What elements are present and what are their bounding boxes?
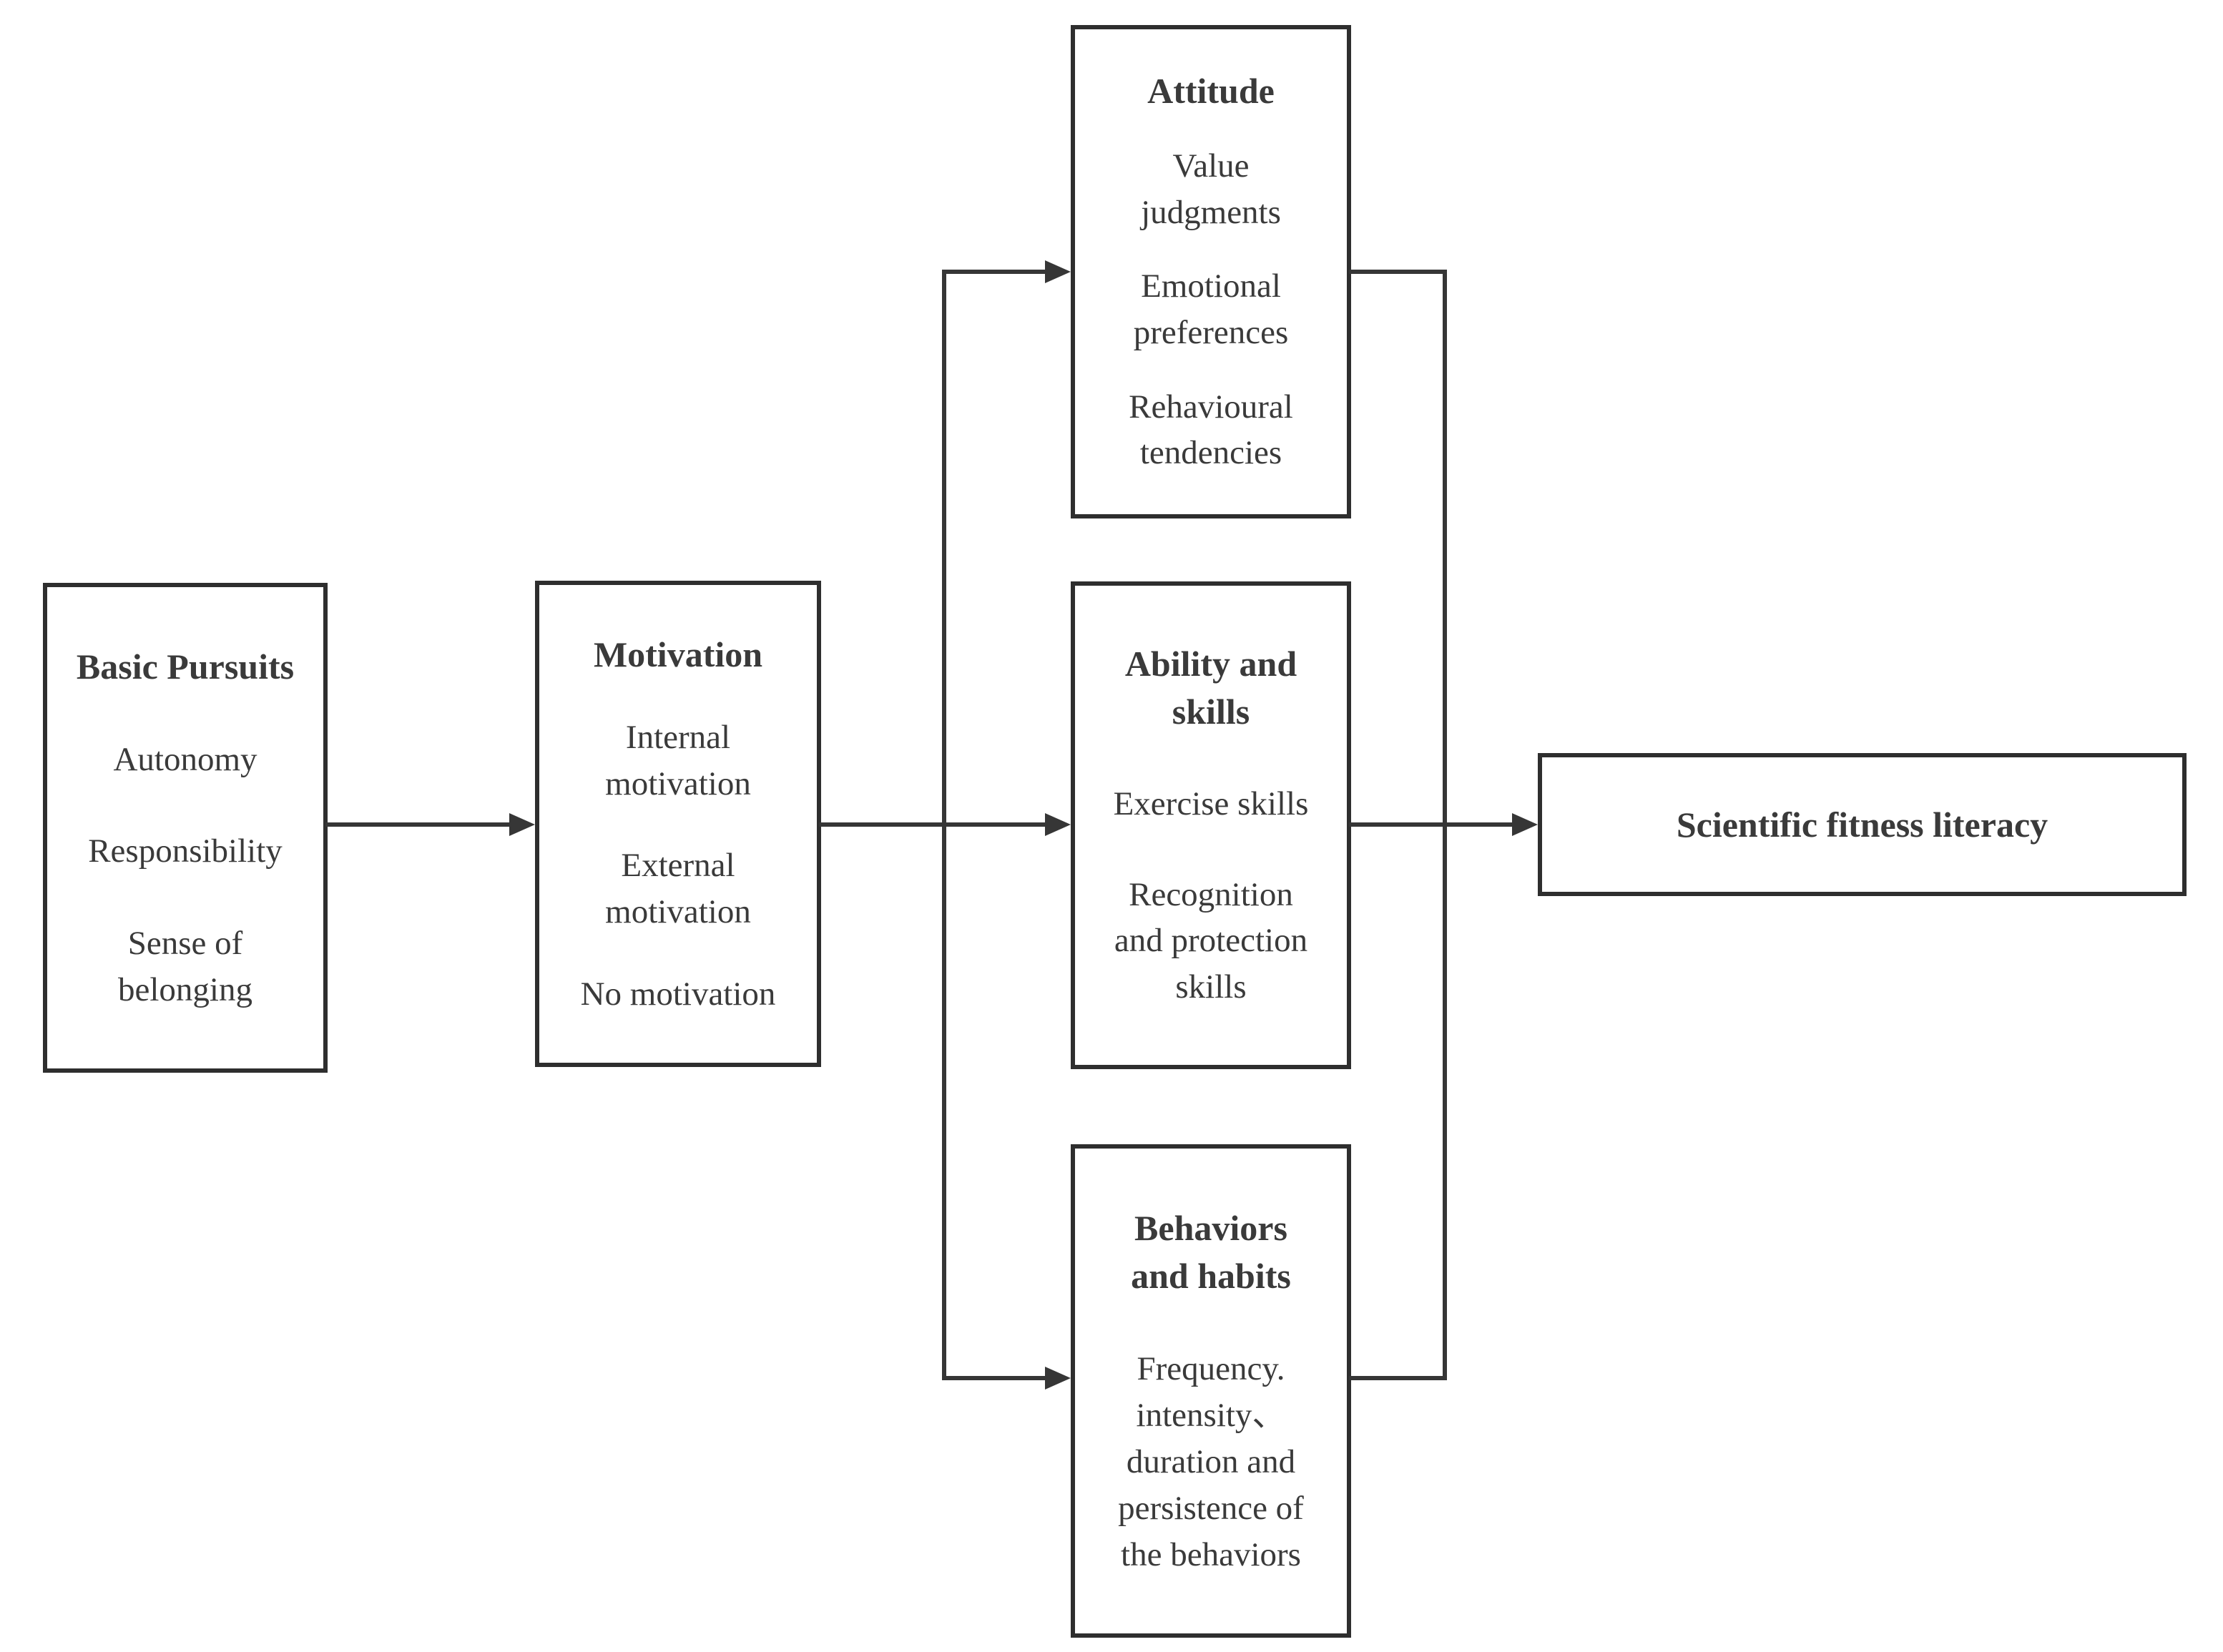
motivation-item-none: No motivation (580, 975, 776, 1013)
arrow-motivation-to-ability (819, 822, 1045, 827)
arrowhead-icon (1045, 260, 1071, 283)
motivation-item-external: External motivation (605, 847, 751, 930)
motivation-item-internal: Internal motivation (605, 718, 751, 802)
behaviors-and-habits-title: Behaviors and habits (1131, 1207, 1291, 1297)
behaviors-and-habits-box: Behaviors and habits Frequency. intensit… (1071, 1144, 1351, 1638)
basic-pursuits-item-autonomy: Autonomy (113, 740, 257, 778)
arrow-basic-to-motivation (325, 822, 511, 827)
attitude-item-value-judgments: Value judgments (1141, 147, 1281, 231)
attitude-title: Attitude (1147, 70, 1275, 111)
branch-line-vertical (942, 270, 946, 1380)
scientific-fitness-literacy-title: Scientific fitness literacy (1676, 805, 2048, 845)
basic-pursuits-title: Basic Pursuits (76, 646, 295, 687)
basic-pursuits-item-sense-of-belonging: Sense of belonging (118, 924, 252, 1008)
motivation-box: Motivation Internal motivation External … (535, 581, 821, 1067)
basic-pursuits-box: Basic Pursuits Autonomy Responsibility S… (43, 583, 328, 1073)
arrowhead-icon (1045, 813, 1071, 836)
ability-and-skills-title: Ability and skills (1124, 643, 1297, 732)
connector-attitude-out (1349, 270, 1447, 274)
basic-pursuits-item-responsibility: Responsibility (88, 832, 283, 870)
arrow-to-scientific-fitness-literacy (1349, 822, 1512, 827)
ability-and-skills-box: Ability and skills Exercise skills Recog… (1071, 581, 1351, 1069)
ability-item-exercise-skills: Exercise skills (1113, 785, 1309, 822)
ability-item-recognition-protection-skills: Recognition and protection skills (1114, 875, 1308, 1006)
arrow-branch-to-attitude (942, 270, 1045, 274)
connector-behaviors-out (1349, 1376, 1447, 1380)
arrowhead-icon (1512, 813, 1538, 836)
arrowhead-icon (1045, 1367, 1071, 1390)
attitude-item-behavioural-tendencies: Rehavioural tendencies (1129, 388, 1293, 472)
scientific-fitness-literacy-box: Scientific fitness literacy (1538, 753, 2187, 896)
motivation-title: Motivation (593, 634, 763, 674)
arrow-branch-to-behaviors (942, 1376, 1045, 1380)
behaviors-item-frequency-intensity: Frequency. intensity、 duration and persi… (1118, 1350, 1304, 1573)
attitude-box: Attitude Value judgments Emotional prefe… (1071, 25, 1351, 518)
attitude-item-emotional-preferences: Emotional preferences (1133, 267, 1289, 352)
arrowhead-icon (509, 813, 535, 836)
